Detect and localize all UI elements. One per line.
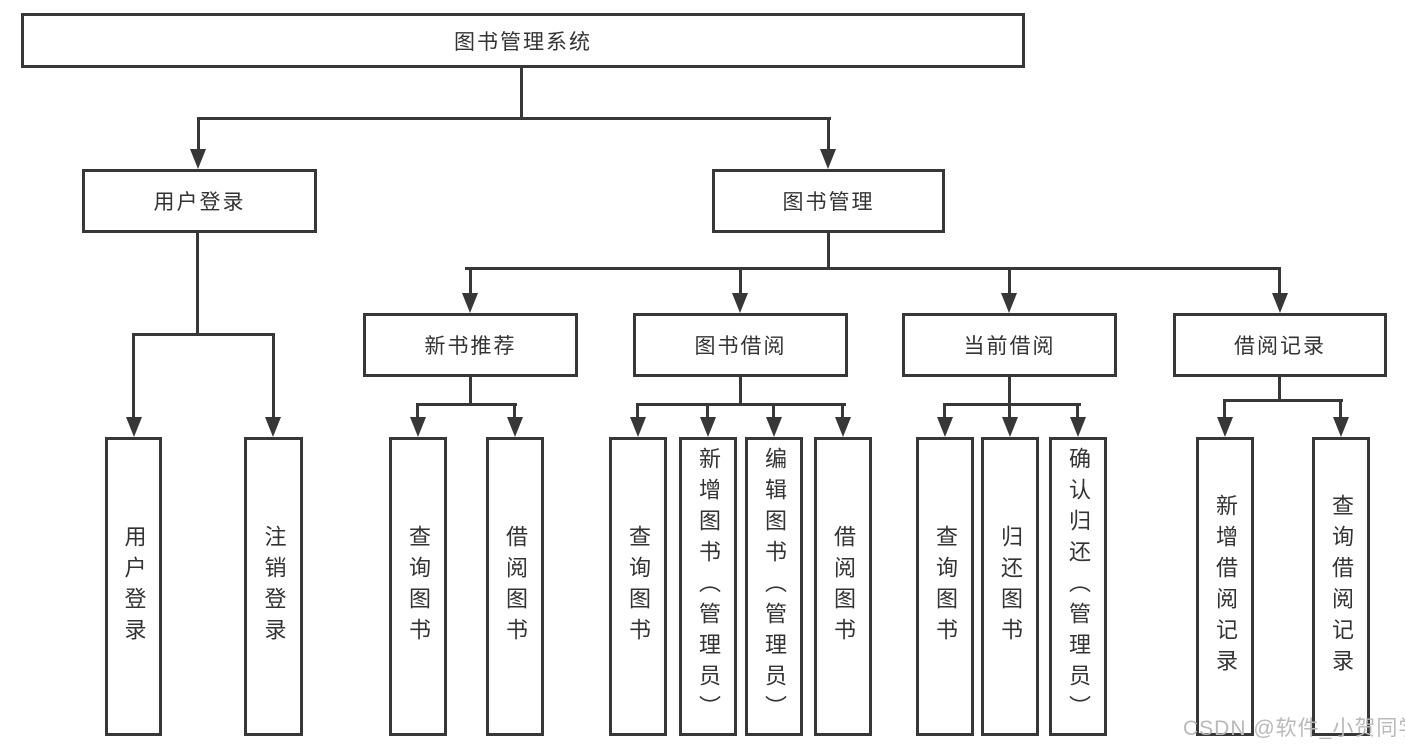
arrow-down-icon [732,293,748,313]
node-new-book-recommend: 新书推荐 [363,313,578,377]
arrow-down-icon [1002,417,1018,437]
node-label: 图书管理系统 [454,30,592,54]
connector-line [1339,399,1342,419]
node-label: 当前借阅 [963,335,1056,358]
connector-line [197,117,200,153]
connector-line [827,233,830,270]
arrow-down-icon [462,293,478,313]
leaf-label: 借阅图书 [503,524,528,649]
leaf-records-query-record: 查询借阅记录 [1312,437,1370,736]
leaf-label: 查询图书 [626,524,651,649]
connector-line [706,403,709,419]
leaf-label: 新增图书（管理员） [696,447,721,726]
arrow-down-icon [1001,293,1017,313]
leaf-label: 编辑图书（管理员） [762,447,787,726]
leaf-label: 查询借阅记录 [1329,493,1354,680]
leaf-borrow-borrow-book: 借阅图书 [814,437,872,736]
node-label: 图书借阅 [694,335,787,358]
connector-line [1223,399,1226,419]
node-library-management-system: 图书管理系统 [21,13,1025,68]
arrow-down-icon [410,417,426,437]
connector-line [469,377,472,405]
connector-line [1278,267,1281,295]
node-label: 新书推荐 [424,335,517,358]
connector-line [1278,377,1281,401]
leaf-newbook-borrow-book: 借阅图书 [486,437,544,736]
node-user-login: 用户登录 [82,169,317,233]
leaf-label: 归还图书 [998,524,1023,649]
node-label: 图书管理 [782,191,875,214]
node-label: 用户登录 [153,191,246,214]
leaf-label: 确认归还（管理员） [1066,447,1091,726]
leaf-borrow-edit-book-admin: 编辑图书（管理员） [745,437,803,736]
leaf-current-query-book: 查询图书 [916,437,974,736]
connector-line [469,267,472,295]
leaf-records-add-record: 新增借阅记录 [1196,437,1254,736]
connector-line [520,68,523,118]
watermark: CSDN @软件_小贺同学 [1183,717,1405,740]
arrow-down-icon [835,417,851,437]
node-borrow-records: 借阅记录 [1173,313,1387,377]
connector-line [132,333,135,419]
connector-line [1008,377,1011,405]
connector-line [636,403,639,419]
connector-line [636,403,846,406]
leaf-current-confirm-return-admin: 确认归还（管理员） [1049,437,1107,736]
arrow-down-icon [766,417,782,437]
leaf-borrow-query-book: 查询图书 [609,437,667,736]
node-book-management: 图书管理 [712,169,945,233]
leaf-label: 查询图书 [406,524,431,649]
leaf-user-login: 用户登录 [105,437,162,736]
arrow-down-icon [630,417,646,437]
node-current-borrow: 当前借阅 [902,313,1117,377]
connector-line [465,267,1281,270]
connector-line [943,403,946,419]
connector-line [513,403,516,419]
connector-line [196,233,199,336]
connector-line [1008,403,1011,419]
connector-line [416,403,419,419]
arrow-down-icon [1272,293,1288,313]
node-book-borrow: 图书借阅 [633,313,848,377]
connector-line [132,333,275,336]
leaf-label: 注销登录 [261,524,287,649]
arrow-down-icon [1217,417,1233,437]
arrow-down-icon [1070,417,1086,437]
connector-line [739,267,742,295]
arrow-down-icon [700,417,716,437]
connector-line [772,403,775,419]
leaf-borrow-add-book-admin: 新增图书（管理员） [679,437,737,736]
connector-line [1076,403,1079,419]
leaf-label: 查询图书 [933,524,958,649]
connector-line [272,333,275,419]
leaf-label: 借阅图书 [831,524,856,649]
leaf-current-return-book: 归还图书 [981,437,1039,736]
connector-line [1223,399,1343,402]
arrow-down-icon [190,149,206,169]
connector-line [841,403,844,419]
leaf-label: 新增借阅记录 [1213,493,1238,680]
connector-line [739,377,742,405]
connector-line [827,117,830,153]
arrow-down-icon [265,417,281,437]
leaf-label: 用户登录 [121,524,147,649]
arrow-down-icon [507,417,523,437]
arrow-down-icon [1333,417,1349,437]
arrow-down-icon [820,149,836,169]
connector-line [416,403,517,406]
leaf-newbook-query-book: 查询图书 [389,437,447,736]
leaf-logout-login: 注销登录 [244,437,303,736]
arrow-down-icon [126,417,142,437]
arrow-down-icon [937,417,953,437]
node-label: 借阅记录 [1234,335,1326,358]
connector-line [1008,267,1011,295]
connector-line [197,117,831,120]
connector-line [943,403,1081,406]
